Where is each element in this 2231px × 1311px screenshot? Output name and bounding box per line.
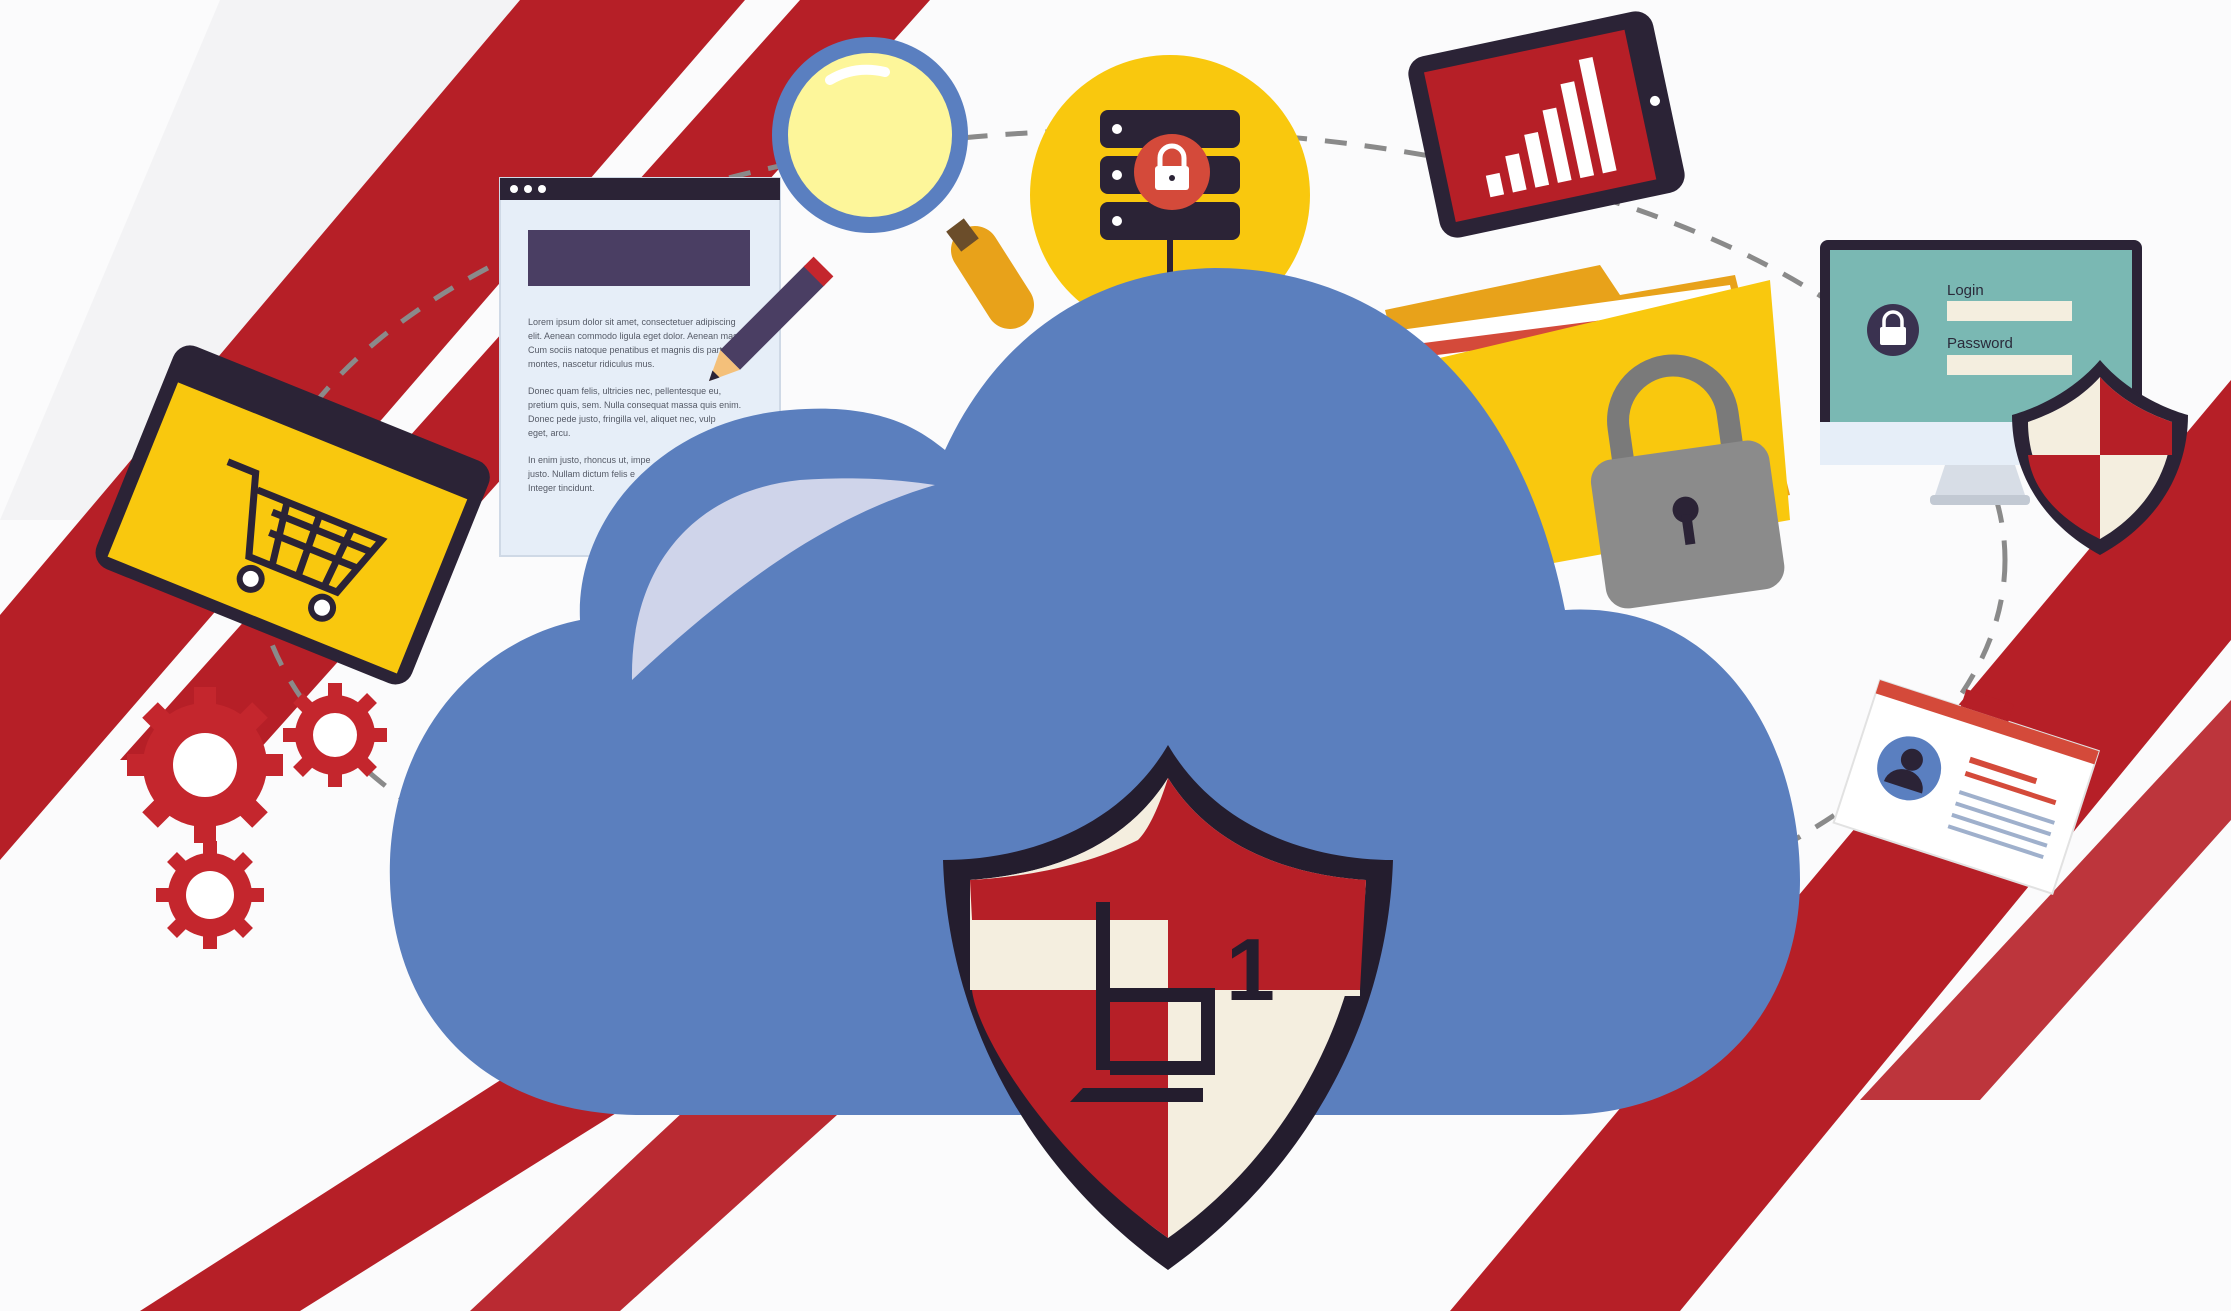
- login-label: Login: [1947, 282, 1984, 299]
- password-input: [1947, 355, 2072, 375]
- server-lock-icon: [1030, 55, 1310, 335]
- document-line: Lorem ipsum dolor sit amet, consectetuer…: [528, 317, 736, 327]
- login-input: [1947, 301, 2072, 321]
- gears-icon: [127, 683, 387, 949]
- document-line: elit. Aenean commodo ligula eget dolor. …: [528, 331, 750, 341]
- b1-monogram: 1: [1070, 902, 1275, 1102]
- document-line: justo. Nullam dictum felis e: [527, 469, 635, 479]
- shopping-cart-icon: [95, 345, 490, 685]
- shield-icon: [2012, 360, 2188, 555]
- tablet-chart-icon: [1408, 11, 1685, 238]
- document-line: Donec pede justo, fringilla vel, aliquet…: [528, 414, 716, 424]
- document-line: In enim justo, rhoncus ut, impe: [528, 455, 651, 465]
- padlock-icon: [1590, 354, 1785, 609]
- cloud-icon: [389, 268, 1801, 1115]
- pencil-icon: [708, 256, 834, 382]
- b1-shield-logo: 1: [943, 745, 1393, 1270]
- document-line: Cum sociis natoque penatibus et magnis d…: [528, 345, 745, 355]
- document-line: Integer tincidunt.: [528, 483, 595, 493]
- magnifier-icon: [772, 37, 1034, 329]
- document-line: montes, nascetur ridiculus mus.: [528, 359, 655, 369]
- b1-number: 1: [1226, 920, 1275, 1019]
- profile-card-icon: [1832, 678, 2101, 895]
- document-line: eget, arcu.: [528, 428, 571, 438]
- password-label: Password: [1947, 335, 2013, 352]
- document-line: Donec quam felis, ultricies nec, pellent…: [528, 386, 721, 396]
- document-line: pretium quis, sem. Nulla consequat massa…: [528, 400, 741, 410]
